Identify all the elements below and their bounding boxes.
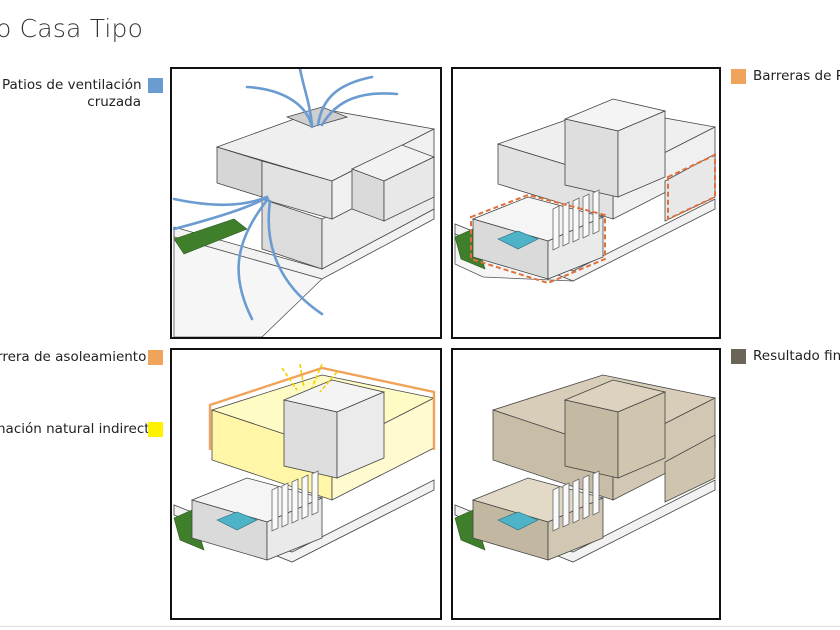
legend-label-asoleamiento: rrera de asoleamiento [0, 349, 146, 366]
legend-swatch-privacidad [731, 69, 746, 84]
final-result-drawing [453, 350, 719, 618]
panel-sun-barrier [170, 348, 442, 620]
panel-ventilation [170, 67, 442, 339]
legend-label-ventilacion: Patios de ventilación cruzada [2, 77, 141, 111]
legend-label-ventilacion-line1: Patios de ventilación [2, 77, 141, 94]
legend-swatch-asoleamiento [148, 350, 163, 365]
panel-privacy [451, 67, 721, 339]
panel-final-result [451, 348, 721, 620]
legend-label-resultado: Resultado fina [753, 348, 840, 365]
legend-label-ventilacion-line2: cruzada [2, 94, 141, 111]
ventilation-drawing [172, 69, 440, 337]
page-title: o Casa Tipo [0, 14, 143, 43]
legend-label-privacidad: Barreras de Pr [753, 68, 840, 85]
legend-label-iluminacion: nación natural indirecta [0, 421, 158, 438]
footer-divider [0, 626, 840, 627]
privacy-drawing [453, 69, 719, 337]
legend-swatch-iluminacion [148, 422, 163, 437]
legend-swatch-ventilacion [148, 78, 163, 93]
legend-swatch-resultado [731, 349, 746, 364]
sun-barrier-drawing [172, 350, 440, 618]
